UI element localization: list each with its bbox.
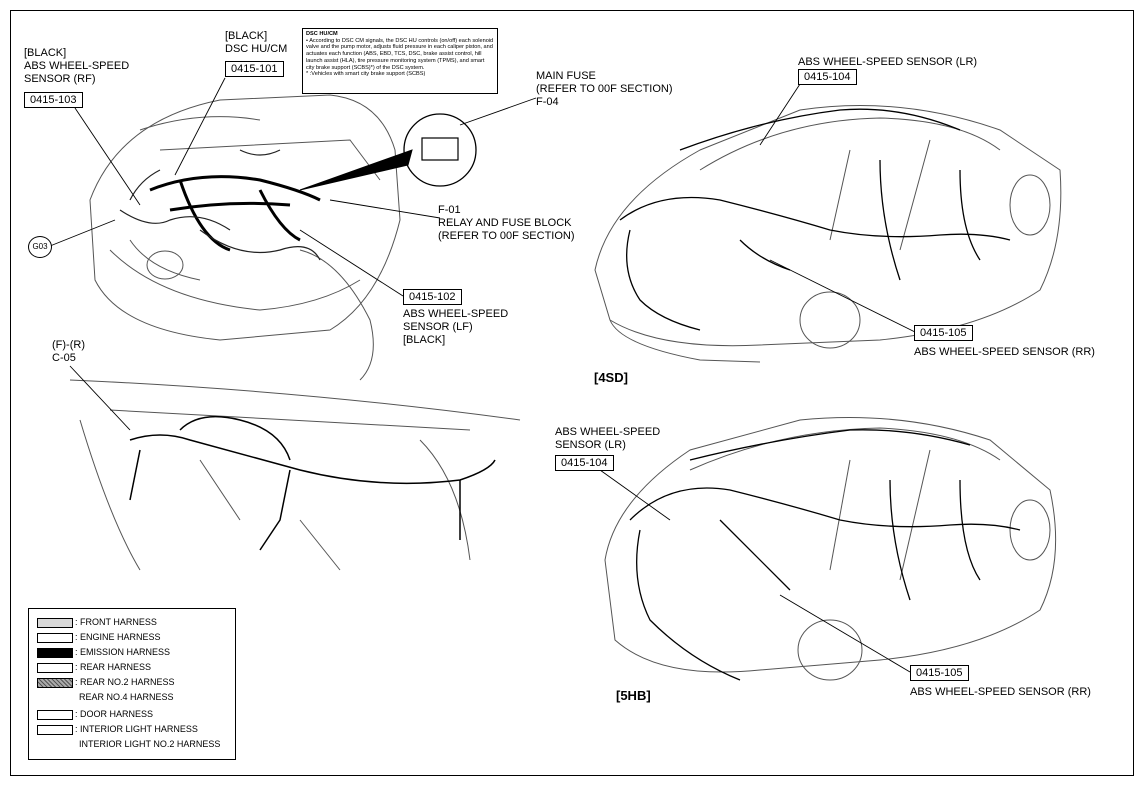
main-fuse-label-1: MAIN FUSE bbox=[536, 70, 596, 82]
hb-body-tag: [5HB] bbox=[616, 688, 651, 703]
hb-lr-code-box: 0415-104 bbox=[555, 455, 614, 471]
lf-code-box: 0415-102 bbox=[403, 289, 462, 305]
legend-swatch bbox=[37, 662, 73, 673]
main-fuse-label-3: F-04 bbox=[536, 96, 559, 108]
dsc-note-body: • According to DSC CM signals, the DSC H… bbox=[306, 37, 494, 71]
legend-label: : ENGINE HARNESS bbox=[75, 632, 161, 642]
legend-item: INTERIOR LIGHT NO.2 HARNESS bbox=[79, 739, 220, 749]
engine-bay-illustration bbox=[89, 94, 401, 381]
hatchback-illustration bbox=[604, 417, 1057, 681]
hb-rr-code-box: 0415-105 bbox=[910, 665, 969, 681]
diagram-frame bbox=[10, 10, 1134, 776]
main-fuse-label-2: (REFER TO 00F SECTION) bbox=[536, 83, 673, 95]
legend-label: : DOOR HARNESS bbox=[75, 709, 154, 719]
harness-legend: : FRONT HARNESS : ENGINE HARNESS : EMISS… bbox=[28, 608, 236, 760]
relay-label-1: F-01 bbox=[438, 204, 461, 216]
legend-swatch bbox=[37, 709, 73, 720]
relay-label-2: RELAY AND FUSE BLOCK bbox=[438, 217, 572, 229]
dsc-note-box: DSC HU/CM • According to DSC CM signals,… bbox=[302, 28, 498, 94]
fr-connector-label-1: (F)-(R) bbox=[52, 339, 85, 351]
legend-swatch bbox=[37, 677, 73, 688]
engine-harness-bundle bbox=[149, 175, 321, 252]
legend-swatch bbox=[37, 617, 73, 628]
sd-rr-name-label: ABS WHEEL-SPEED SENSOR (RR) bbox=[914, 346, 1095, 358]
floor-harness-illustration bbox=[69, 379, 521, 571]
legend-swatch bbox=[37, 647, 73, 658]
hb-rr-name-label: ABS WHEEL-SPEED SENSOR (RR) bbox=[910, 686, 1091, 698]
dsc-note-footnote: * :Vehicles with smart city brake suppor… bbox=[306, 71, 426, 78]
legend-item: : REAR NO.2 HARNESS bbox=[37, 677, 175, 688]
sd-lr-name-label: ABS WHEEL-SPEED SENSOR (LR) bbox=[798, 56, 978, 68]
legend-label: : REAR NO.2 HARNESS bbox=[75, 677, 175, 687]
legend-swatch bbox=[37, 632, 73, 643]
rf-color-label: [BLACK] bbox=[24, 47, 67, 59]
legend-item: : INTERIOR LIGHT HARNESS bbox=[37, 724, 198, 735]
legend-label: : REAR HARNESS bbox=[75, 662, 152, 672]
hu-name-label: DSC HU/CM bbox=[225, 43, 288, 55]
sd-rr-code-box: 0415-105 bbox=[914, 325, 973, 341]
legend-item: : DOOR HARNESS bbox=[37, 709, 153, 720]
legend-item: : ENGINE HARNESS bbox=[37, 632, 161, 643]
rf-code-box: 0415-103 bbox=[24, 92, 83, 108]
legend-item: : REAR HARNESS bbox=[37, 662, 151, 673]
sedan-illustration bbox=[594, 105, 1062, 363]
legend-label: : INTERIOR LIGHT HARNESS bbox=[75, 724, 198, 734]
legend-swatch bbox=[37, 724, 73, 735]
hu-code-box: 0415-101 bbox=[225, 61, 284, 77]
hb-lr-name-label-1: ABS WHEEL-SPEED bbox=[555, 426, 661, 438]
hb-lr-name-label-2: SENSOR (LR) bbox=[555, 439, 626, 451]
rf-name-label-2: SENSOR (RF) bbox=[24, 73, 96, 85]
legend-item: : FRONT HARNESS bbox=[37, 617, 157, 628]
legend-label: INTERIOR LIGHT NO.2 HARNESS bbox=[79, 739, 221, 749]
legend-item: : EMISSION HARNESS bbox=[37, 647, 170, 658]
legend-label: REAR NO.4 HARNESS bbox=[79, 692, 174, 702]
lf-name-label-2: SENSOR (LF) bbox=[403, 321, 473, 333]
dsc-note-title: DSC HU/CM bbox=[306, 31, 338, 37]
hu-color-label: [BLACK] bbox=[225, 30, 268, 42]
lf-color-label: [BLACK] bbox=[403, 334, 446, 346]
legend-label: : EMISSION HARNESS bbox=[75, 647, 171, 657]
legend-item: REAR NO.4 HARNESS bbox=[79, 692, 174, 702]
legend-label: : FRONT HARNESS bbox=[75, 617, 157, 627]
g03-connector-marker: G03 bbox=[28, 236, 52, 258]
fr-connector-label-2: C-05 bbox=[52, 352, 76, 364]
main-fuse-callout-circle bbox=[403, 113, 477, 187]
relay-label-3: (REFER TO 00F SECTION) bbox=[438, 230, 575, 242]
leader-lines bbox=[49, 77, 916, 673]
sd-body-tag: [4SD] bbox=[594, 370, 628, 385]
sd-lr-code-box: 0415-104 bbox=[798, 69, 857, 85]
lf-name-label-1: ABS WHEEL-SPEED bbox=[403, 308, 509, 320]
rf-name-label-1: ABS WHEEL-SPEED bbox=[24, 60, 130, 72]
